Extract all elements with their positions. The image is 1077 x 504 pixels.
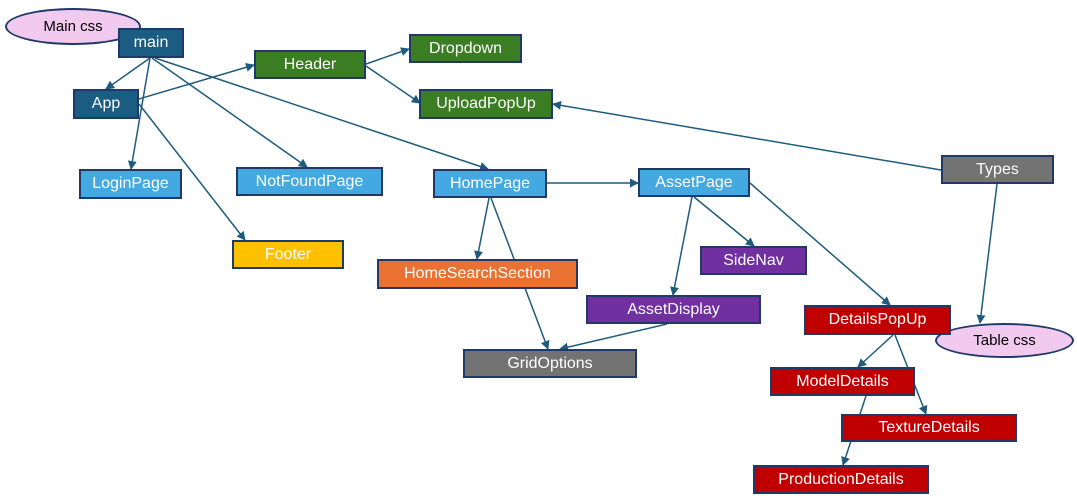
node-dropdown: Dropdown	[409, 34, 522, 63]
node-texturedetails: TextureDetails	[841, 414, 1017, 442]
edge-app-to-footer	[138, 103, 246, 241]
node-assetpage: AssetPage	[638, 168, 750, 197]
node-main: main	[118, 28, 184, 58]
edge-header-to-dropdown	[365, 47, 410, 65]
edge-main-to-notfoundpage	[151, 57, 308, 168]
edge-homepage-to-homesearchsection	[474, 197, 490, 260]
node-uploadpopup: UploadPopUp	[419, 89, 553, 119]
edge-main-to-homepage	[154, 57, 489, 171]
edge-assetdisplay-to-gridoptions	[559, 323, 668, 352]
edge-assetpage-to-sidenav	[693, 196, 755, 247]
node-homepage: HomePage	[433, 169, 547, 198]
node-detailspopup: DetailsPopUp	[804, 305, 951, 335]
edge-types-to-uploadpopup	[552, 100, 942, 171]
node-loginpage: LoginPage	[79, 169, 182, 199]
node-gridoptions: GridOptions	[463, 349, 637, 378]
node-sidenav: SideNav	[700, 246, 807, 275]
node-notfoundpage: NotFoundPage	[236, 167, 383, 196]
node-footer: Footer	[232, 240, 344, 269]
edge-assetpage-to-assetdisplay	[670, 196, 693, 296]
edge-header-to-uploadpopup	[365, 65, 421, 104]
edge-app-to-header	[121, 62, 255, 105]
node-types: Types	[941, 155, 1054, 184]
node-modeldetails: ModelDetails	[770, 367, 915, 396]
node-assetdisplay: AssetDisplay	[586, 295, 761, 324]
note-tablecss: Table css	[935, 323, 1074, 358]
edge-detailspopup-to-modeldetails	[857, 334, 894, 368]
edge-main-to-loginpage	[127, 57, 151, 170]
node-productiondetails: ProductionDetails	[753, 465, 929, 494]
edge-assetpage-to-detailspopup	[749, 182, 891, 306]
node-app: App	[73, 89, 139, 119]
edge-types-to-detailspopup	[976, 183, 998, 324]
node-homesearchsection: HomeSearchSection	[377, 259, 578, 289]
edge-main-to-app	[105, 57, 151, 90]
node-header: Header	[254, 50, 366, 79]
